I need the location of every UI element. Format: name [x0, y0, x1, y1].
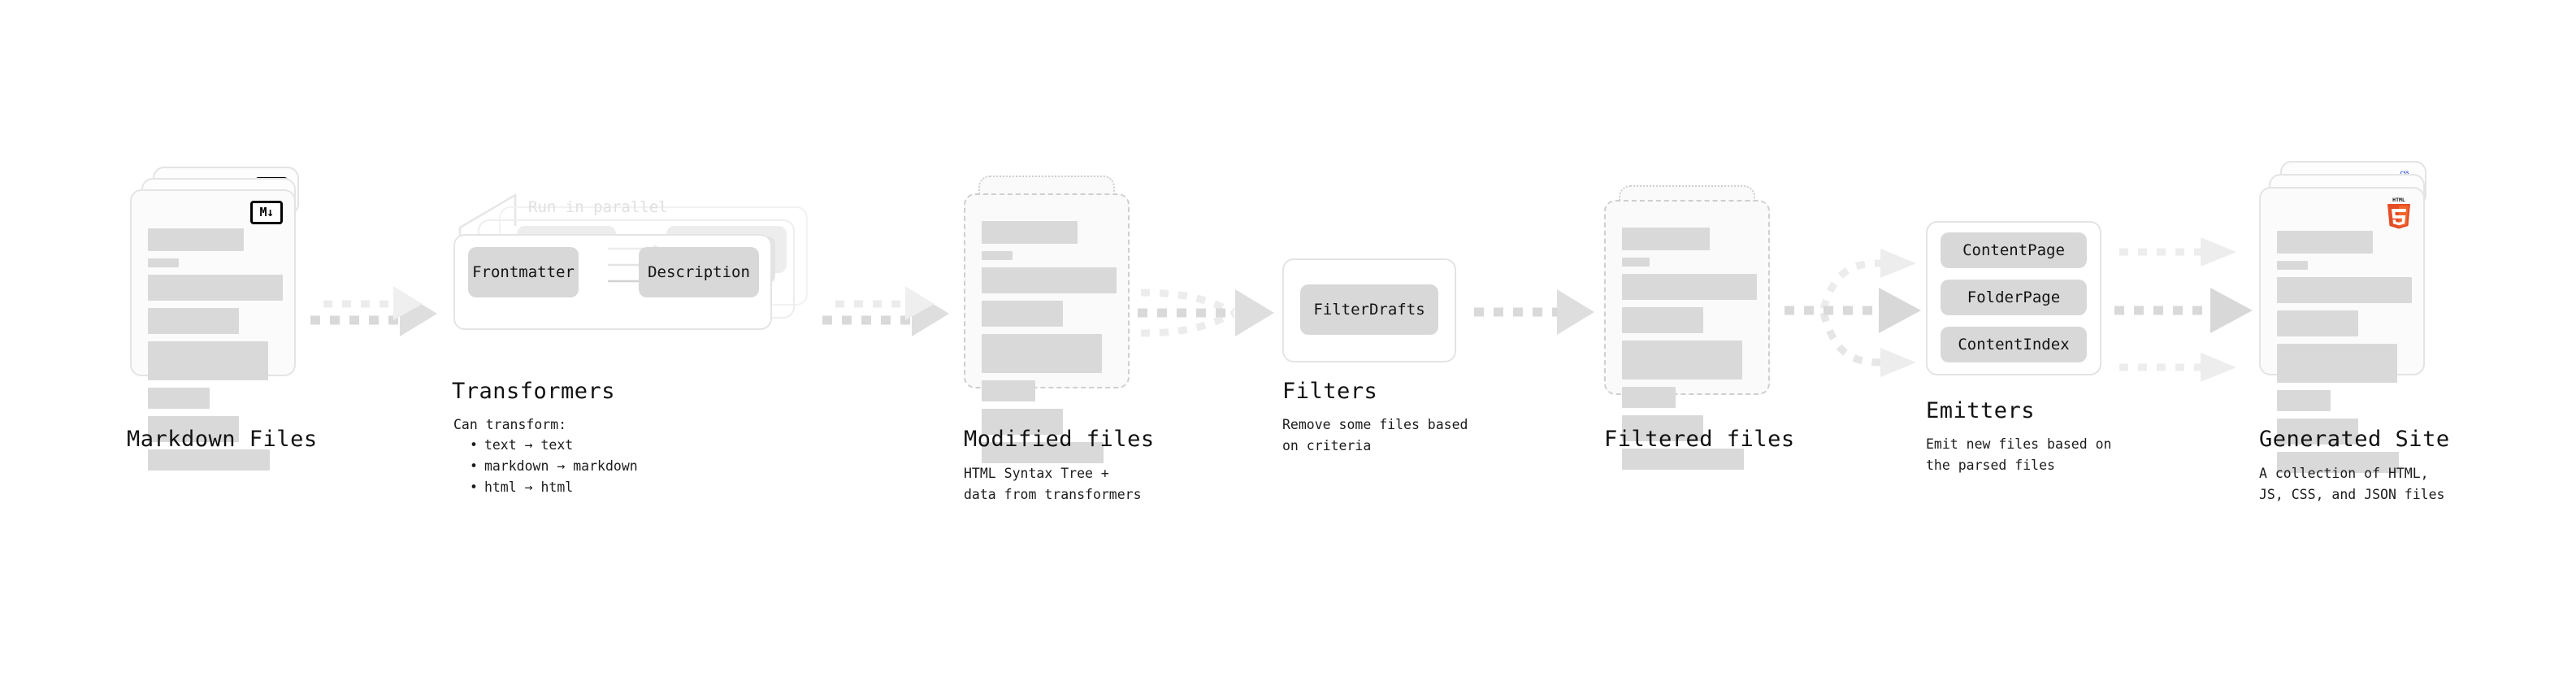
transformer-pill-description-label: Description	[648, 263, 750, 281]
emitters-caption: Emit new files based on the parsed files	[1926, 436, 2112, 473]
css-icon-label: CSS	[2400, 171, 2409, 176]
emitters-pill-folderpage-label: FolderPage	[1967, 288, 2061, 306]
emitters-pill-contentindex-label: ContentIndex	[1958, 336, 2070, 354]
stage-title-emitters: Emitters	[1926, 398, 2036, 423]
stage-title-transformers: Transformers	[452, 379, 616, 404]
filtered-skeleton	[1622, 228, 1757, 477]
modified-card-front	[964, 193, 1130, 463]
connector-filtered-to-emitters	[1776, 236, 1931, 398]
filters-pill-filterdrafts[interactable]: FilterDrafts	[1300, 284, 1438, 335]
filters-caption: Remove some files based on criteria	[1282, 417, 1468, 453]
site-skeleton	[2277, 231, 2412, 480]
transform-bullet-text: text → text	[470, 435, 638, 456]
emitters-pill-contentpage-label: ContentPage	[1962, 241, 2065, 259]
html5-icon: HTML	[2384, 195, 2413, 229]
stage-title-generated-site: Generated Site	[2259, 427, 2450, 452]
transformer-pill-description[interactable]: Description	[639, 247, 759, 297]
generated-site-caption: A collection of HTML, JS, CSS, and JSON …	[2259, 466, 2445, 502]
markdown-icon: M↓	[250, 201, 283, 224]
transformer-pill-frontmatter[interactable]: Frontmatter	[468, 247, 579, 297]
connector-emitters-to-site	[2111, 236, 2257, 398]
connector-filters-to-filtered	[1472, 286, 1602, 338]
transformer-pill-frontmatter-label: Frontmatter	[472, 263, 575, 281]
svg-text:HTML: HTML	[2392, 197, 2405, 203]
emitters-pill-contentindex[interactable]: ContentIndex	[1941, 327, 2087, 362]
connector-md-to-transformers	[309, 284, 447, 341]
emitters-pill-contentpage[interactable]: ContentPage	[1941, 232, 2087, 268]
markdown-card-front: M↓	[130, 189, 296, 471]
transformers-caption: Can transform:	[453, 417, 567, 432]
stage-title-markdown-files: Markdown Files	[127, 427, 318, 452]
parallel-label: Run in parallel	[528, 198, 668, 216]
connector-transformers-to-modified	[821, 284, 959, 341]
stage-title-filters: Filters	[1282, 379, 1378, 404]
modified-skeleton	[982, 221, 1117, 471]
transform-bullet-html: html → html	[470, 477, 638, 498]
filtered-card-front	[1604, 200, 1770, 470]
site-card-front: HTML	[2259, 187, 2425, 473]
emitters-pill-folderpage[interactable]: FolderPage	[1941, 280, 2087, 315]
markdown-skeleton	[148, 228, 283, 478]
transformers-bullets: text → text markdown → markdown html → h…	[457, 435, 638, 498]
transform-bullet-markdown: markdown → markdown	[470, 456, 638, 477]
modified-files-caption: HTML Syntax Tree + data from transformer…	[964, 466, 1142, 502]
connector-modified-to-filters	[1134, 268, 1285, 358]
stage-title-modified-files: Modified files	[964, 427, 1155, 452]
stage-title-filtered-files: Filtered files	[1604, 427, 1795, 452]
filters-pill-filterdrafts-label: FilterDrafts	[1313, 301, 1425, 319]
